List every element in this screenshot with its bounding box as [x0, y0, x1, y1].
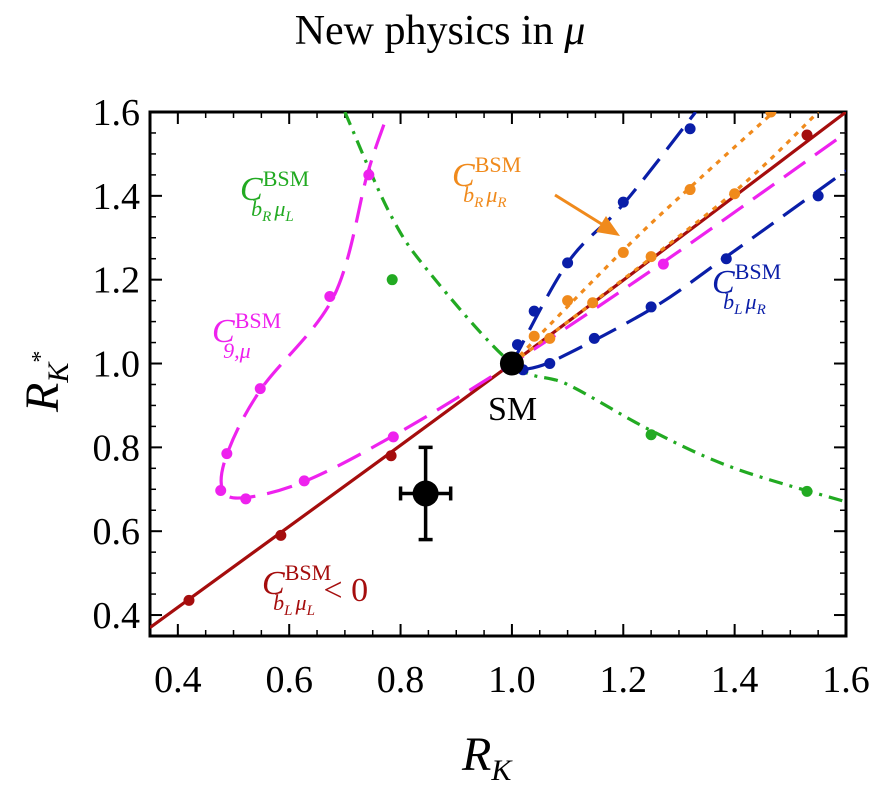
- y-tick-label: 0.6: [93, 511, 141, 553]
- series-point-bRmuL: [645, 429, 657, 441]
- y-tick-label: 1.0: [93, 344, 141, 386]
- sm-label: SM: [488, 391, 537, 428]
- series-point-bRmuR: [765, 112, 777, 118]
- series-point-bLmuR: [528, 305, 540, 317]
- series-point-bRmuR: [645, 251, 657, 263]
- series-point-bLmuL: [385, 450, 397, 462]
- series-point-bRmuR: [729, 188, 741, 200]
- y-tick-label: 0.4: [93, 595, 141, 637]
- series-line-bLmuR: [510, 112, 697, 365]
- series-point-bRmuR: [528, 330, 540, 342]
- series-line-bRmuR: [510, 112, 775, 365]
- x-axis-label: RK: [461, 728, 513, 785]
- series-point-bLmuR: [645, 301, 657, 313]
- series-line-bLmuR: [522, 169, 846, 372]
- series-point-bRmuR: [617, 246, 629, 258]
- y-tick-label: 1.2: [93, 260, 141, 302]
- x-tick-label: 0.6: [265, 659, 313, 701]
- series-point-bRmuR: [562, 295, 574, 307]
- series-line-bRmuL: [343, 112, 846, 504]
- x-tick-label: 0.8: [377, 659, 425, 701]
- y-tick-label: 0.8: [93, 427, 141, 469]
- y-axis-label: RK*: [16, 351, 75, 413]
- series-point-bRmuL: [801, 485, 813, 497]
- series-point-bRmuR: [587, 297, 599, 309]
- series-point-9mu: [387, 431, 399, 443]
- series-point-bLmuR: [684, 123, 696, 135]
- series-point-bLmuR: [812, 190, 824, 202]
- series-point-9mu: [657, 258, 669, 270]
- y-tick-label: 1.4: [93, 176, 141, 218]
- measurement-point: [398, 445, 453, 542]
- x-tick-label: 1.0: [488, 659, 536, 701]
- series-point-bRmuL: [386, 274, 398, 286]
- series-point-9mu: [324, 290, 336, 302]
- series-point-bLmuL: [275, 529, 287, 541]
- series-points: [183, 112, 824, 606]
- chart-title: New physics in μ: [295, 8, 586, 54]
- y-tick-label: 1.6: [93, 92, 141, 134]
- series-line-bRmuR: [510, 112, 820, 365]
- series-point-bLmuR: [617, 196, 629, 208]
- series-point-9mu: [221, 448, 233, 460]
- series-point-9mu: [215, 485, 227, 497]
- plot-frame: [148, 110, 848, 638]
- series-point-bLmuL: [801, 129, 813, 141]
- series-point-bLmuR: [544, 358, 556, 370]
- measurement-marker: [412, 480, 439, 507]
- series-point-bLmuL: [183, 594, 195, 606]
- arrow-annotation: [554, 193, 620, 236]
- tick-labels: 0.4 0.6 0.8 1.0 1.2 1.4 1.6 0.4 0.6 0.8 1.0 1.2 1.4 1…: [93, 92, 870, 701]
- series-point-9mu: [298, 475, 310, 487]
- series-point-9mu: [240, 493, 252, 505]
- series-point-bLmuR: [720, 253, 732, 265]
- sm-marker: [499, 351, 524, 376]
- x-tick-label: 1.6: [822, 659, 870, 701]
- series-point-bLmuR: [588, 332, 600, 344]
- x-tick-label: 1.4: [711, 659, 759, 701]
- x-tick-label: 1.2: [600, 659, 648, 701]
- series-point-bRmuR: [544, 332, 556, 344]
- axis-ticks: [149, 111, 847, 637]
- series-point-bLmuR: [562, 257, 574, 269]
- series-point-bRmuR: [684, 184, 696, 196]
- x-tick-label: 0.4: [154, 659, 202, 701]
- sm-point: [499, 351, 524, 376]
- series-point-9mu: [254, 383, 266, 395]
- y-axis-label-group: RK*: [16, 351, 75, 413]
- series-point-bLmuR: [511, 339, 523, 351]
- series-point-9mu: [363, 169, 375, 181]
